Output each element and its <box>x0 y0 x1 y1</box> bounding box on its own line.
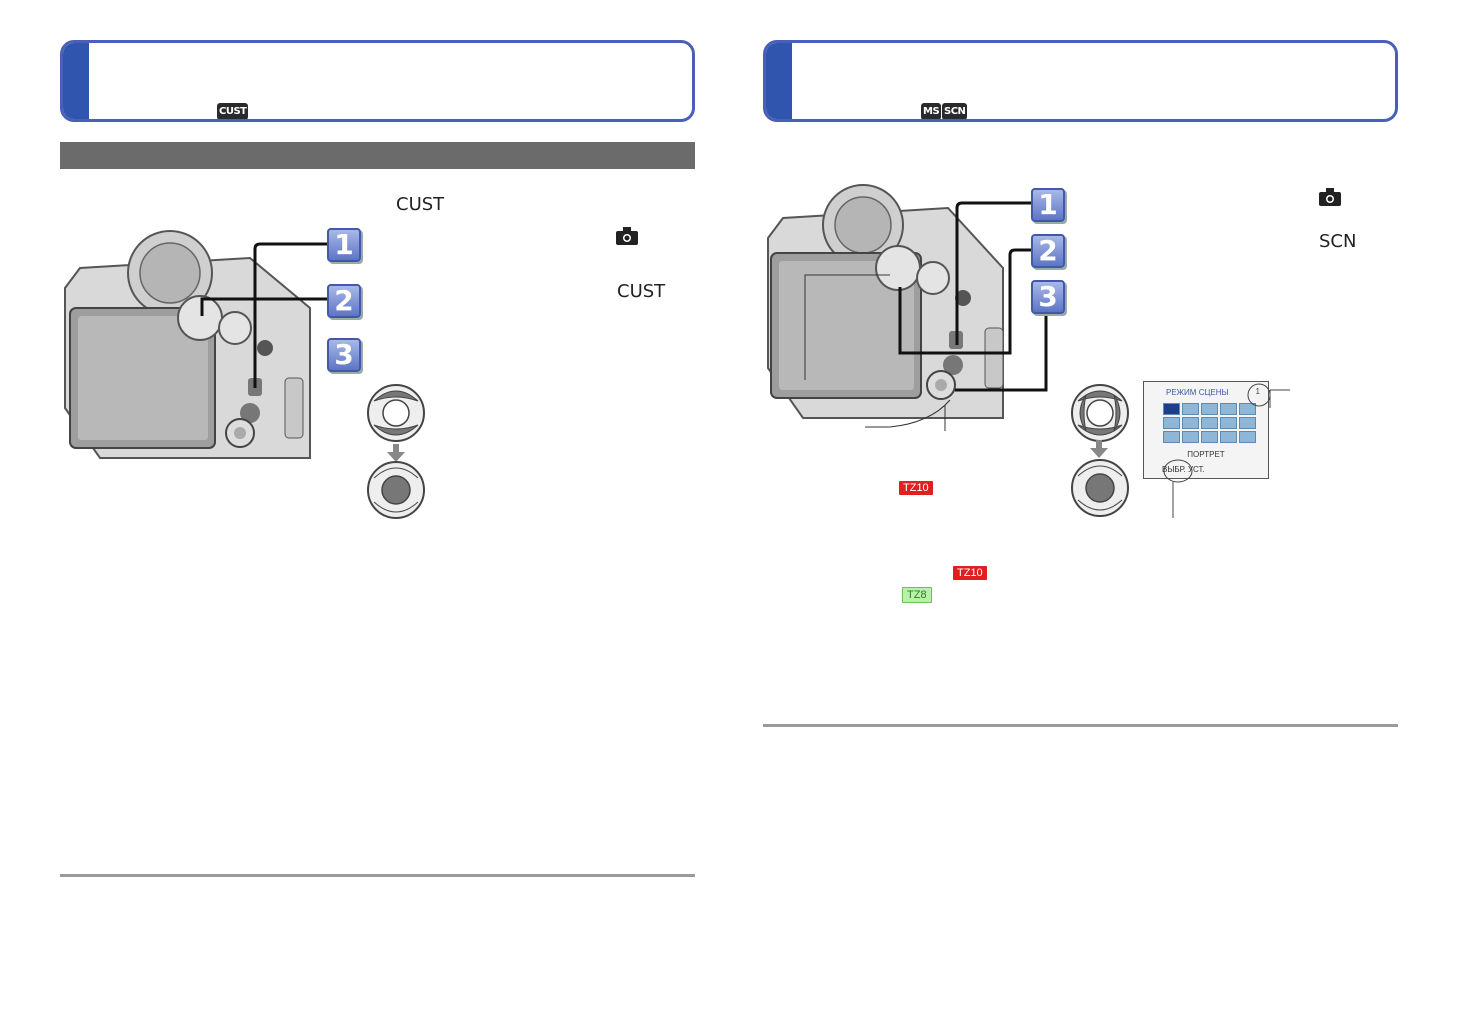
scene-icon <box>1220 403 1237 415</box>
cust-step2-label: CUST <box>617 281 666 302</box>
lcd-title: РЕЖИМ СЦЕНЫ <box>1166 388 1229 397</box>
scene-icon <box>1220 417 1237 429</box>
model-tag-tz10: TZ10 <box>953 566 987 580</box>
right-step-2: 2 <box>1031 234 1065 268</box>
left-step-1: 1 <box>327 228 361 262</box>
right-callout-lines <box>804 201 1048 431</box>
scene-mode-lcd-screen: РЕЖИМ СЦЕНЫ 1 ПОРТРЕТ ВЫБР. УСТ. <box>1143 381 1269 479</box>
lcd-footer: ВЫБР. УСТ. <box>1162 465 1205 474</box>
model-tag-tz8: TZ8 <box>902 587 932 603</box>
scn-step2-label: SCN <box>1319 231 1357 252</box>
camera-illustration-right <box>767 184 1004 419</box>
scene-icon <box>1201 431 1218 443</box>
down-arrow-icon <box>387 444 405 462</box>
scn-mode-badge: SCN <box>942 103 968 119</box>
scene-icon <box>1163 417 1180 429</box>
cursor-pad-set-right <box>1071 459 1129 517</box>
scene-icon <box>1182 431 1199 443</box>
cursor-pad-up-down-left <box>367 384 425 442</box>
scene-icon <box>1220 431 1237 443</box>
left-header-box: CUST <box>60 40 695 122</box>
scene-icon <box>1163 431 1180 443</box>
lcd-callout-lines <box>1163 383 1290 518</box>
left-callout-lines <box>200 242 328 388</box>
model-tag-tz10: TZ10 <box>899 481 933 495</box>
down-arrow-icon <box>1090 440 1108 458</box>
camera-icon <box>1319 188 1341 206</box>
ms-mode-badge: MS <box>921 103 942 119</box>
lcd-page-number: 1 <box>1255 387 1260 396</box>
lcd-selected-scene-name: ПОРТРЕТ <box>1187 450 1225 459</box>
scene-icon <box>1201 403 1218 415</box>
right-step-1: 1 <box>1031 188 1065 222</box>
right-step-3: 3 <box>1031 280 1065 314</box>
scene-icon-portrait <box>1163 403 1180 415</box>
camera-illustration-left <box>64 230 311 459</box>
right-header-tab <box>766 43 792 119</box>
left-header-tab <box>63 43 89 119</box>
scene-icon <box>1182 417 1199 429</box>
left-step-2: 2 <box>327 284 361 318</box>
cursor-pad-up-down-right <box>1071 384 1129 442</box>
scene-icon <box>1239 417 1256 429</box>
camera-icon <box>616 227 638 245</box>
cust-dial-label: CUST <box>396 194 445 215</box>
right-header-box: MS SCN <box>763 40 1398 122</box>
cursor-pad-set-left <box>367 461 425 519</box>
scene-icon <box>1182 403 1199 415</box>
scene-icon <box>1239 403 1256 415</box>
scene-icon <box>1239 431 1256 443</box>
left-bottom-rule <box>60 874 695 877</box>
left-section-bar <box>60 142 695 169</box>
scene-icon <box>1201 417 1218 429</box>
scene-icon-grid <box>1163 403 1259 443</box>
left-step-3: 3 <box>327 338 361 372</box>
cust-mode-badge: CUST <box>217 103 249 119</box>
right-bottom-rule <box>763 724 1398 727</box>
